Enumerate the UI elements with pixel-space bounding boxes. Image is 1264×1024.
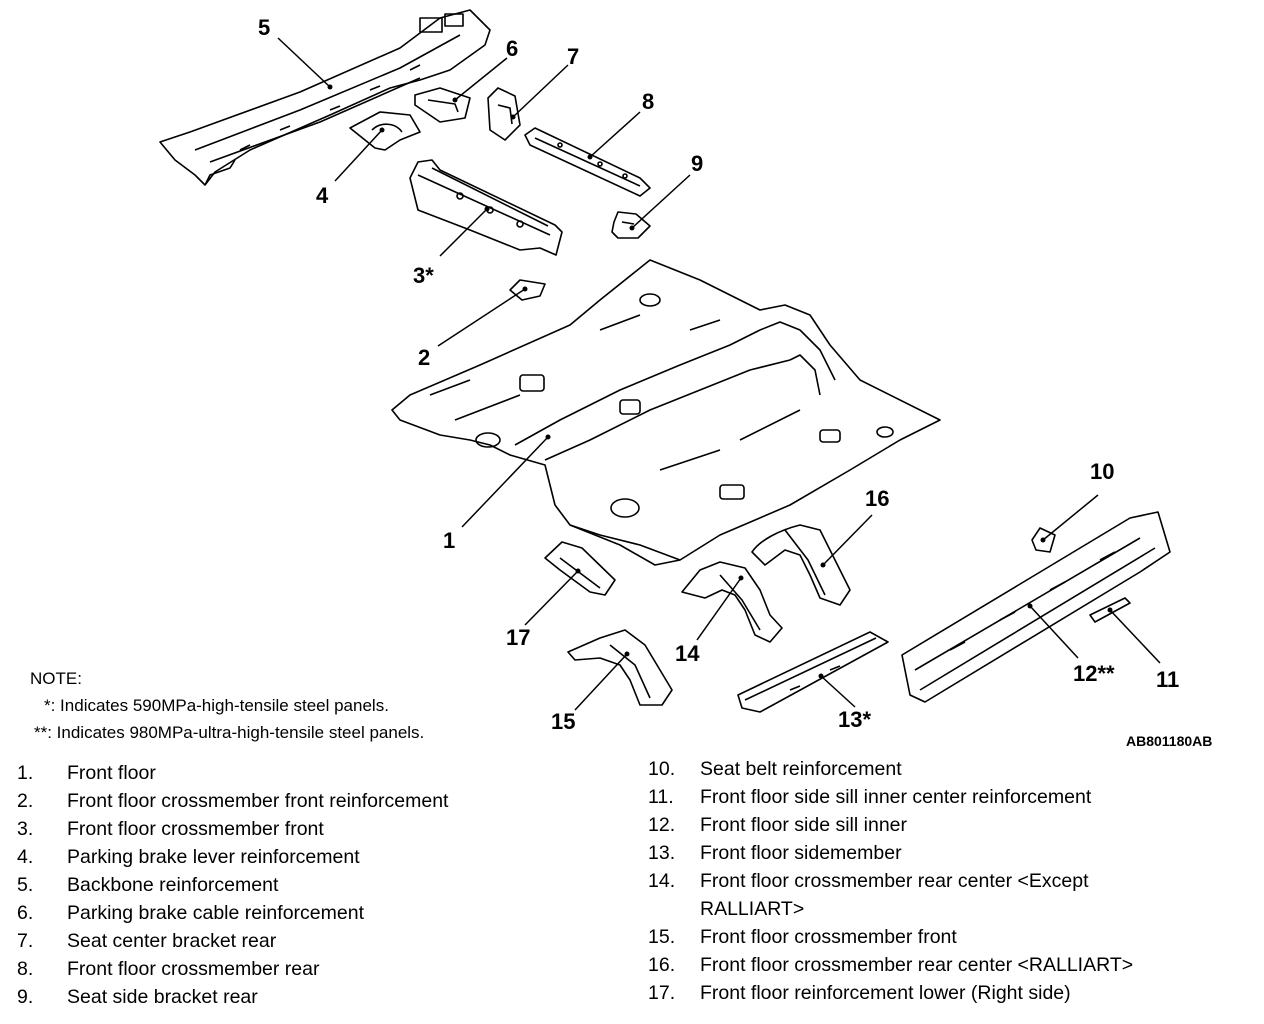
- legend-number: 8.: [17, 958, 34, 980]
- legend-item: 14. Front floor crossmember rear center <…: [648, 867, 1248, 923]
- note-line-1: *: Indicates 590MPa-high-tensile steel p…: [44, 696, 389, 715]
- legend-item: 15. Front floor crossmember front: [648, 923, 1248, 951]
- part-crossmember-front-15: [567, 629, 673, 706]
- legend-item: 16. Front floor crossmember rear center <…: [648, 951, 1248, 979]
- legend-item: 6. Parking brake cable reinforcement: [17, 899, 617, 927]
- legend-item: 2. Front floor crossmember front reinforc…: [17, 787, 617, 815]
- part-parking-brake-lever-reinforcement: [349, 111, 421, 151]
- part-crossmember-front-reinforcement: [509, 279, 546, 301]
- callout-11: 11: [1156, 667, 1180, 692]
- legend-label: Front floor reinforcement lower (Right s…: [700, 982, 1071, 1004]
- legend-item: 13. Front floor sidemember: [648, 839, 1248, 867]
- legend-label: Front floor: [67, 762, 156, 784]
- legend-label: Seat side bracket rear: [67, 986, 258, 1008]
- legend-label: Parking brake cable reinforcement: [67, 902, 364, 924]
- callout-9: 9: [691, 151, 704, 176]
- leader-dots: [327, 84, 1113, 679]
- legend-item: 4. Parking brake lever reinforcement: [17, 843, 617, 871]
- part-seat-side-bracket-rear: [611, 211, 651, 239]
- legend-number: 2.: [17, 790, 34, 812]
- callout-12: 12**: [1073, 661, 1115, 686]
- legend-label: Front floor side sill inner center reinf…: [700, 786, 1092, 808]
- callout-6: 6: [506, 36, 519, 61]
- legend-label: Front floor crossmember front: [700, 926, 957, 948]
- parts-legend-right: 10. Seat belt reinforcement 11. Front floo…: [648, 755, 1248, 1007]
- legend-label: Backbone reinforcement: [67, 874, 279, 896]
- part-parking-brake-cable-reinforcement: [414, 87, 471, 123]
- legend-item: 1. Front floor: [17, 759, 617, 787]
- legend-number: 15.: [648, 926, 676, 948]
- legend-number: 9.: [17, 986, 34, 1008]
- part-front-floor-sidemember: [737, 631, 889, 713]
- part-side-sill-inner-center-reinforcement: [1089, 597, 1131, 623]
- part-backbone-reinforcement: [159, 9, 491, 186]
- part-crossmember-rear-center-except-ralliart: [681, 561, 783, 643]
- legend-item: 8. Front floor crossmember rear: [17, 955, 617, 983]
- legend-number: 12.: [648, 814, 676, 836]
- legend-label: Front floor crossmember front: [67, 818, 324, 840]
- callout-7: 7: [567, 44, 580, 69]
- figure-id: AB801180AB: [1126, 733, 1213, 749]
- legend-label: Parking brake lever reinforcement: [67, 846, 360, 868]
- parts-diagram: [159, 9, 1171, 713]
- legend-number: 14.: [648, 870, 676, 892]
- legend-item: 9. Seat side bracket rear: [17, 983, 617, 1011]
- leader-lines: [277, 37, 1161, 711]
- legend-label: Front floor side sill inner: [700, 814, 907, 836]
- callout-1: 1: [443, 528, 456, 553]
- legend-number: 4.: [17, 846, 34, 868]
- callout-8: 8: [642, 89, 655, 114]
- legend-number: 7.: [17, 930, 34, 952]
- legend-label: Front floor crossmember rear: [67, 958, 320, 980]
- callout-5: 5: [258, 15, 271, 40]
- legend-number: 17.: [648, 982, 676, 1004]
- part-front-floor-crossmember-rear: [524, 127, 651, 197]
- legend-label: Seat belt reinforcement: [700, 758, 902, 780]
- legend-item: 17. Front floor reinforcement lower (Righ…: [648, 979, 1248, 1007]
- callout-3: 3*: [413, 263, 434, 288]
- callout-4: 4: [316, 183, 329, 208]
- callout-10: 10: [1090, 459, 1115, 484]
- legend-number: 11.: [648, 786, 674, 808]
- parts-legend-left: 1. Front floor 2. Front floor crossmember …: [17, 759, 617, 1011]
- legend-item: 7. Seat center bracket rear: [17, 927, 617, 955]
- callout-14: 14: [675, 641, 700, 666]
- callout-16: 16: [865, 486, 890, 511]
- legend-number: 16.: [648, 954, 676, 976]
- note-title: NOTE:: [30, 669, 82, 688]
- legend-item: 11. Front floor side sill inner center re…: [648, 783, 1248, 811]
- legend-item: 3. Front floor crossmember front: [17, 815, 617, 843]
- part-front-floor-reinforcement-lower: [544, 541, 616, 596]
- callout-2: 2: [418, 345, 431, 370]
- note-line-2: **: Indicates 980MPa-ultra-high-tensile …: [34, 723, 425, 742]
- callout-13: 13*: [838, 707, 872, 732]
- part-seat-belt-reinforcement: [1031, 527, 1056, 553]
- legend-label: Front floor crossmember rear center <RAL…: [700, 954, 1134, 976]
- part-crossmember-rear-center-ralliart: [751, 524, 851, 606]
- callout-17: 17: [506, 625, 531, 650]
- legend-number: 6.: [17, 902, 34, 924]
- legend-item: 5. Backbone reinforcement: [17, 871, 617, 899]
- legend-item: 10. Seat belt reinforcement: [648, 755, 1248, 783]
- legend-number: 5.: [17, 874, 34, 896]
- legend-label: Front floor crossmember front reinforcem…: [67, 790, 449, 812]
- legend-number: 3.: [17, 818, 34, 840]
- legend-item: 12. Front floor side sill inner: [648, 811, 1248, 839]
- legend-label: Front floor sidemember: [700, 842, 902, 864]
- part-front-floor-side-sill-inner: [901, 511, 1171, 703]
- part-front-floor: [391, 259, 941, 566]
- legend-number: 10.: [648, 758, 676, 780]
- callout-15: 15: [551, 709, 576, 734]
- legend-label: Front floor crossmember rear center <Exc…: [700, 870, 1089, 920]
- legend-label: Seat center bracket rear: [67, 930, 277, 952]
- legend-number: 13.: [648, 842, 676, 864]
- legend-number: 1.: [17, 762, 34, 784]
